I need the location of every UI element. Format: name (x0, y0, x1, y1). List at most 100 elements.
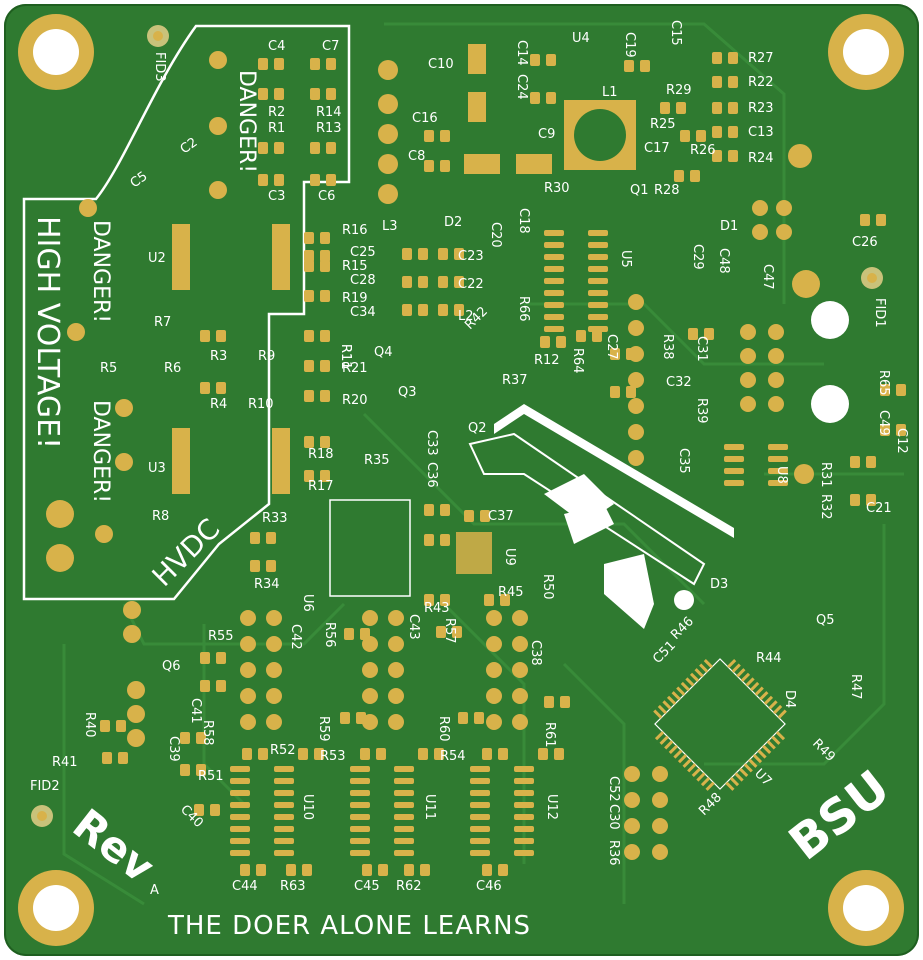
smd-pad-pair (258, 174, 284, 186)
qfp-pin (685, 677, 695, 687)
smd-pad-pair (200, 382, 226, 394)
ref-r64: R64 (570, 348, 585, 374)
bsu-text: BSU (779, 760, 900, 872)
smd-pad-pair (530, 92, 556, 104)
smd-pads (100, 52, 906, 876)
ref-r2: R2 (268, 105, 285, 120)
fid1-label: FID1 (872, 298, 887, 328)
ref-r25: R25 (650, 117, 676, 132)
ref-r56: R56 (322, 622, 337, 648)
smd-pad-pair (850, 494, 876, 506)
ref-u6: U6 (300, 594, 315, 612)
qfp-pin (725, 781, 735, 791)
ref-u5: U5 (618, 250, 633, 268)
ref-r7: R7 (154, 315, 171, 330)
ref-r31: R31 (818, 462, 833, 488)
smd-pad-pair (850, 456, 876, 468)
smd-pad-pair (438, 304, 464, 316)
ref-c8: C8 (408, 149, 425, 164)
qfp-pin (762, 744, 772, 755)
smd-pad-pair (180, 732, 206, 744)
ref-u12: U12 (544, 794, 559, 820)
smd-pad-pair (362, 864, 388, 876)
ref-c5: C5 (128, 169, 151, 191)
ref-c25: C25 (350, 245, 376, 260)
ref-r16: R16 (342, 223, 368, 238)
ref-r35: R35 (364, 453, 390, 468)
smd-pad-pair (712, 52, 738, 64)
ref-d2: D2 (444, 215, 462, 230)
ref-u10: U10 (300, 794, 315, 820)
smd-pad-pair (424, 130, 450, 142)
ref-r47: R47 (848, 674, 863, 700)
smd-pad-pair (304, 250, 330, 262)
smd-pad-pair (298, 748, 324, 760)
ref-c48: C48 (716, 248, 731, 274)
danger-text-1: DANGER! (234, 70, 259, 173)
ref-q2: Q2 (468, 421, 487, 436)
hvdc-text: HVDC (146, 512, 227, 593)
qfp-pin (705, 781, 715, 791)
smd-pad-pair (304, 330, 330, 342)
smd-pad-pair (250, 532, 276, 544)
ref-r19: R19 (342, 291, 368, 306)
ref-c47: C47 (760, 264, 775, 290)
ref-u11: U11 (422, 794, 437, 820)
smd-pad-pair (484, 594, 510, 606)
fid2-label: FID2 (30, 779, 60, 794)
ref-r33: R33 (262, 511, 288, 526)
ref-r32: R32 (818, 494, 833, 520)
smd-pad-pair (424, 504, 450, 516)
ref-c2: C2 (178, 135, 201, 157)
ref-c28: C28 (350, 273, 376, 288)
hv-zone-outline (22, 24, 351, 601)
u7-qfp (653, 658, 787, 791)
ref-c36: C36 (424, 462, 439, 488)
smd-pad-pair (402, 276, 428, 288)
smd-pad-pair (180, 764, 206, 776)
soic-footprint (544, 230, 608, 332)
qfp-pin (666, 695, 677, 705)
ref-l2: L2 (458, 309, 474, 324)
ref-r45: R45 (498, 585, 524, 600)
ref-c31: C31 (694, 336, 709, 362)
soic-footprint (230, 766, 294, 856)
smd-pad-pair (402, 304, 428, 316)
ref-r53: R53 (320, 749, 346, 764)
ref-r9: R9 (258, 349, 275, 364)
ref-r52: R52 (270, 743, 296, 758)
qfp-pin (699, 663, 709, 673)
ref-r5: R5 (100, 361, 117, 376)
smd-pad-pair (404, 864, 430, 876)
ref-c18: C18 (516, 208, 531, 234)
ref-c22: C22 (458, 277, 484, 292)
qfp-pin (694, 668, 704, 678)
ref-c46: C46 (476, 879, 502, 894)
smd-pad-pair (242, 748, 268, 760)
qfp-pin (775, 731, 786, 741)
smd-pad-pair (458, 712, 484, 724)
ref-r1: R1 (268, 121, 285, 136)
ref-r8: R8 (152, 509, 169, 524)
ref-r62: R62 (396, 879, 422, 894)
ref-c51: C51 (650, 638, 679, 667)
smd-pad-pair (344, 628, 370, 640)
ref-c52: C52 (606, 776, 621, 802)
smd-pad-pair (464, 510, 490, 522)
motto-text: THE DOER ALONE LEARNS (167, 911, 531, 941)
ref-c32: C32 (666, 375, 692, 390)
smd-pad-pair (576, 330, 602, 342)
ref-c34: C34 (350, 305, 376, 320)
ref-c39: C39 (166, 736, 181, 762)
ref-r22: R22 (748, 75, 774, 90)
qfp-pin (671, 691, 681, 701)
smd-pad-pair (402, 248, 428, 260)
smd-pad-pair (360, 748, 386, 760)
ref-r18: R18 (308, 447, 334, 462)
smd-pad-pair (424, 160, 450, 172)
smd-pad-pair (482, 864, 508, 876)
qfp-pin (677, 754, 688, 764)
qfp-pin (734, 772, 744, 782)
ref-r60: R60 (436, 716, 451, 742)
qfp-pin (759, 691, 769, 701)
